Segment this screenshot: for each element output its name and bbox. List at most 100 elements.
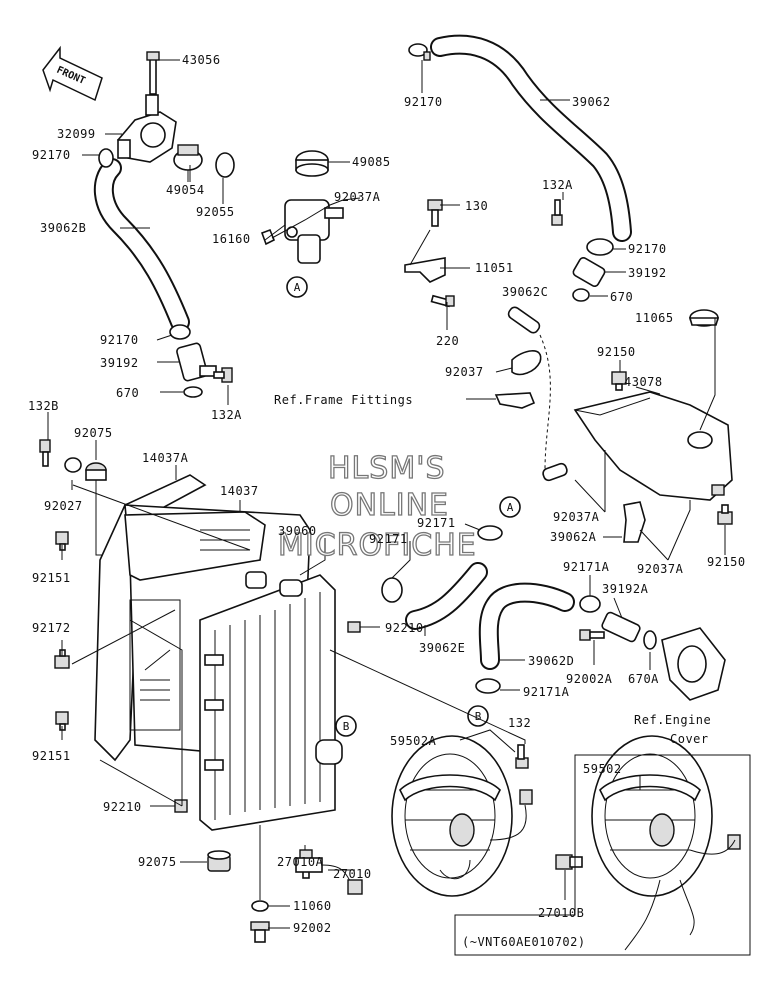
label-11065: 11065 — [635, 311, 674, 325]
bolt-130 — [427, 199, 443, 227]
pipe-39192a — [601, 611, 641, 643]
label-39062: 39062 — [572, 95, 611, 109]
label-132-low: 132 — [508, 716, 531, 730]
clamp-92171a-low — [475, 678, 501, 694]
sensor-27010b — [555, 854, 583, 870]
grommet-92075-low — [207, 850, 231, 872]
bolt-92150-top — [611, 371, 627, 391]
ref-frame-bracket — [494, 392, 536, 409]
label-39062a: 39062A — [550, 530, 597, 544]
label-27010b: 27010B — [538, 906, 584, 920]
label-92075-top: 92075 — [74, 426, 113, 440]
o-ring-670-right — [572, 288, 590, 302]
hose-39062d — [478, 582, 575, 670]
label-220: 220 — [436, 334, 459, 348]
svg-text:B: B — [343, 720, 350, 733]
label-49054: 49054 — [166, 183, 205, 197]
label-92002: 92002 — [293, 921, 332, 935]
leader-lines — [47, 59, 726, 929]
label-92172: 92172 — [32, 621, 71, 635]
label-49085: 49085 — [352, 155, 391, 169]
label-59502: 59502 — [583, 762, 622, 776]
label-ref-frame: Ref.Frame Fittings — [274, 393, 413, 407]
label-ref-engine-1: Ref.Engine — [634, 713, 711, 727]
svg-text:HLSM'S: HLSM'S — [328, 451, 446, 486]
clamp-92171-a — [477, 525, 503, 541]
label-43078: 43078 — [624, 375, 663, 389]
bracket-11051 — [404, 257, 446, 283]
label-ref-engine-2: Cover — [670, 732, 709, 746]
label-92171-b: 92171 — [369, 532, 408, 546]
bolt-132a-mid — [213, 367, 233, 383]
clamp-92170-mid — [169, 324, 191, 340]
small-hose-left — [542, 462, 568, 482]
label-32099: 32099 — [57, 127, 96, 141]
label-92037: 92037 — [445, 365, 484, 379]
bolt-132a-top — [551, 199, 563, 226]
label-92027: 92027 — [44, 499, 83, 513]
grommet-92075-top — [85, 462, 107, 481]
bolt-92150-low — [717, 504, 733, 525]
label-11060: 11060 — [293, 899, 332, 913]
label-27010a: 27010A — [277, 855, 324, 869]
radiator-core — [199, 571, 336, 831]
hose-39062c — [507, 306, 541, 334]
washer-11060 — [251, 900, 269, 912]
label-92055: 92055 — [196, 205, 235, 219]
label-39062b: 39062B — [40, 221, 86, 235]
label-130: 130 — [465, 199, 488, 213]
fitting-39192-mid — [176, 342, 217, 382]
clamp-92171a-top — [579, 595, 601, 613]
label-39062d: 39062D — [528, 654, 574, 668]
label-27010: 27010 — [333, 867, 372, 881]
label-132a-mid: 132A — [211, 408, 242, 422]
label-92037a-low: 92037A — [637, 562, 684, 576]
label-92170-right: 92170 — [628, 242, 667, 256]
label-92170-mid: 92170 — [100, 333, 139, 347]
fitting-92037 — [511, 350, 542, 376]
label-132a-top: 132A — [542, 178, 573, 192]
hose-39062a — [623, 501, 646, 543]
clip-92037a-top — [260, 228, 276, 246]
label-14037a: 14037A — [142, 451, 189, 465]
label-92151-top: 92151 — [32, 571, 71, 585]
label-92170-left: 92170 — [32, 148, 71, 162]
fitting-39192-right — [572, 257, 606, 287]
clamp-92170-top — [408, 43, 431, 61]
bolt-132-low — [515, 744, 529, 769]
svg-text:A: A — [294, 281, 301, 294]
label-16160: 16160 — [212, 232, 251, 246]
label-39060: 39060 — [278, 524, 317, 538]
callout-b-low: B — [467, 705, 489, 727]
label-39192a: 39192A — [602, 582, 649, 596]
label-92037a-mid: 92037A — [553, 510, 600, 524]
o-ring-670a — [643, 630, 657, 650]
label-39062e: 39062E — [419, 641, 465, 655]
nut-92210-mid — [347, 621, 361, 633]
label-92075-low: 92075 — [138, 855, 177, 869]
drain-bolt-92002 — [250, 921, 270, 943]
label-92171a-low: 92171A — [523, 685, 570, 699]
clamp-92171-b — [381, 577, 403, 603]
label-92150-low: 92150 — [707, 555, 746, 569]
left-hose-39062b — [93, 158, 190, 332]
label-92002a: 92002A — [566, 672, 613, 686]
o-ring-670-mid — [183, 386, 203, 398]
callout-a-right: A — [499, 496, 521, 518]
reservoir-tank-43078 — [573, 391, 733, 501]
clamp-92170-left — [98, 148, 114, 168]
variant-box — [454, 754, 751, 956]
thermostat-housing-32099 — [117, 51, 177, 163]
bolt-132b — [39, 439, 51, 467]
clamp-92170-right — [586, 238, 614, 256]
svg-text:B: B — [475, 710, 482, 723]
switch-27010 — [295, 857, 363, 895]
label-59502a: 59502A — [390, 734, 437, 748]
fan-59502a — [391, 735, 533, 897]
part-labels: 43056 92170 39062 32099 92170 49085 4905… — [28, 53, 746, 949]
label-92151-low: 92151 — [32, 749, 71, 763]
hose-39062e — [405, 562, 488, 630]
label-39062c: 39062C — [502, 285, 548, 299]
label-92170-top: 92170 — [404, 95, 443, 109]
